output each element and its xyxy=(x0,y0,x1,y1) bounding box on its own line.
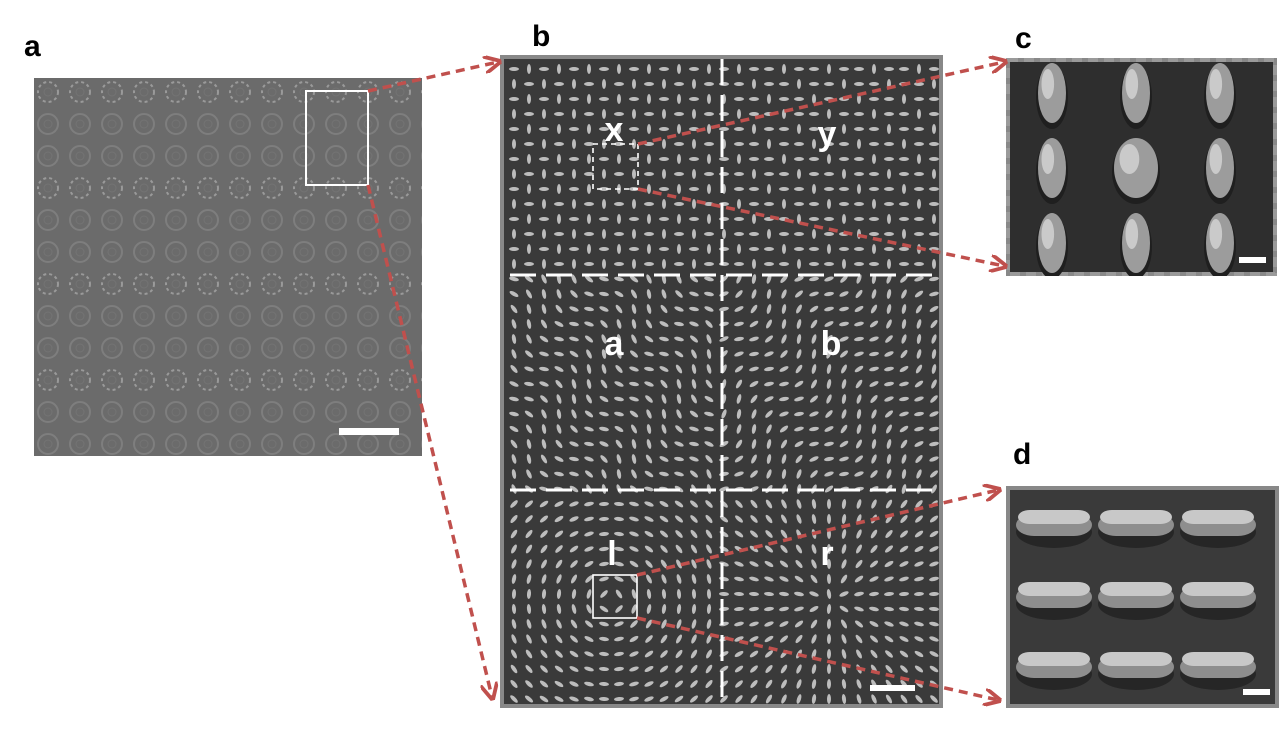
scale-bar-a xyxy=(339,428,399,435)
region-label-r: r xyxy=(820,535,834,573)
region-label-b: b xyxy=(820,325,842,363)
region-label-y: y xyxy=(817,115,837,153)
panel-letter-a: a xyxy=(24,30,41,63)
panel-letter-b: b xyxy=(532,20,551,53)
panel-letter-c: c xyxy=(1015,22,1032,55)
sem-overview-image xyxy=(504,59,939,704)
scale-bar-c xyxy=(1239,257,1266,263)
scale-bar-d xyxy=(1243,689,1270,695)
region-label-x: x xyxy=(604,111,624,149)
micrograph-image xyxy=(34,78,422,456)
panel-d-sem-closeup xyxy=(1006,486,1279,708)
scale-bar-b xyxy=(870,685,915,691)
region-label-a: a xyxy=(604,325,624,363)
panel-letter-d: d xyxy=(1013,438,1032,471)
sem-closeup-d-image xyxy=(1006,486,1279,708)
panel-c-sem-closeup xyxy=(1006,58,1277,276)
panel-b-sem-overview: x y a b l r xyxy=(500,55,943,708)
panel-a-micrograph xyxy=(34,78,422,456)
region-label-l: l xyxy=(607,535,617,573)
sem-closeup-c-image xyxy=(1006,58,1277,276)
